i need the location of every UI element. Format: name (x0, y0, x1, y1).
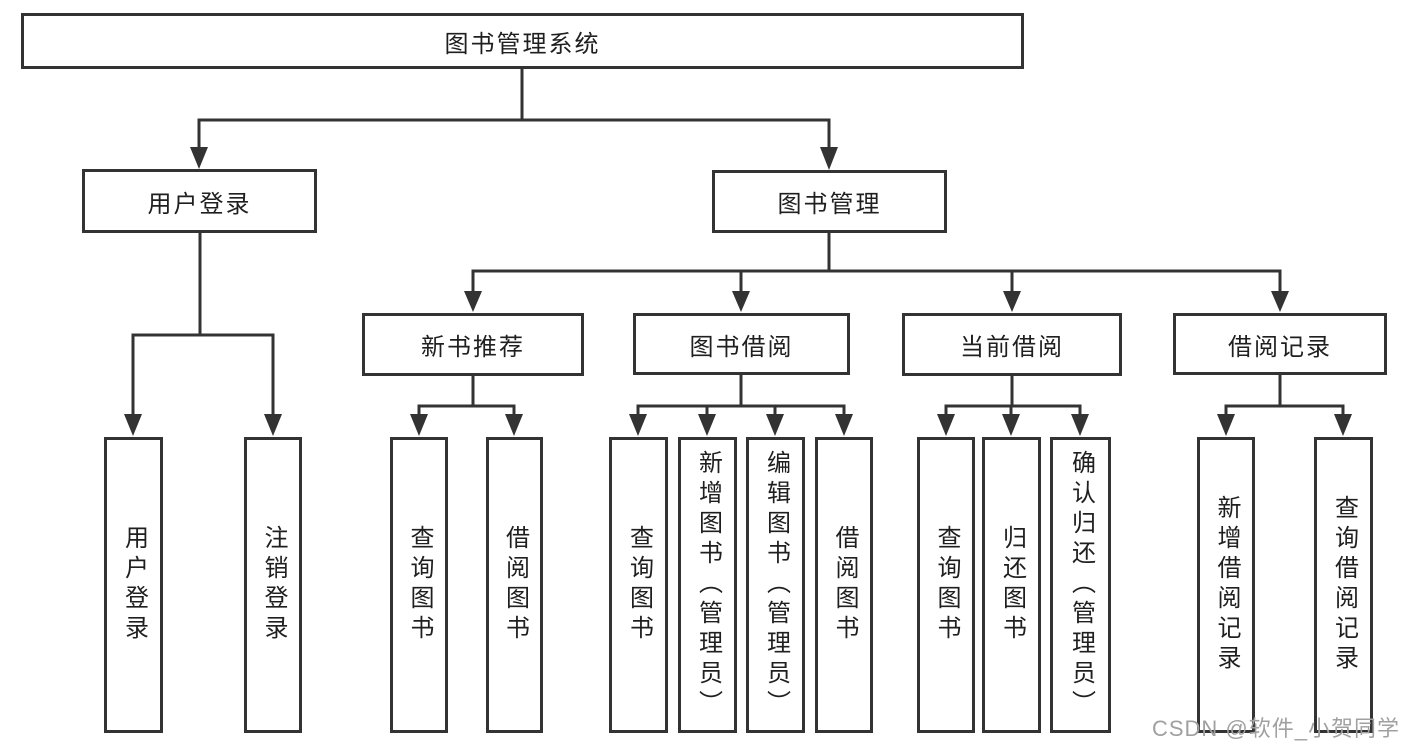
arrowhead-icon (820, 147, 838, 170)
connector-root-to-level2 (190, 67, 838, 170)
leaf-add-borrow-record: 新增借阅记录 (1197, 437, 1255, 733)
arrowhead-icon (264, 414, 282, 436)
node-label: 注销登录 (260, 525, 287, 645)
arrowhead-icon (505, 414, 523, 436)
node-label: 编辑图书（管理员） (762, 450, 790, 720)
node-library-system: 图书管理系统 (21, 13, 1024, 69)
connector-borrow-records-children (1217, 373, 1352, 436)
node-label: 查询图书 (406, 525, 433, 645)
leaf-add-books-admin: 新增图书（管理员） (678, 437, 737, 733)
leaf-user-login: 用户登录 (104, 437, 163, 733)
arrowhead-icon (835, 414, 853, 436)
arrowhead-icon (732, 291, 750, 312)
connector-book-mgmt-children (464, 231, 1289, 312)
arrowhead-icon (1003, 291, 1021, 312)
leaf-borrow-books-1: 借阅图书 (486, 437, 543, 733)
node-label: 图书管理 (777, 191, 882, 218)
node-borrow-records: 借阅记录 (1173, 313, 1387, 375)
node-current-borrowing: 当前借阅 (902, 313, 1122, 376)
leaf-query-books-1: 查询图书 (390, 437, 448, 733)
arrowhead-icon (1002, 414, 1020, 436)
node-label: 新增借阅记录 (1213, 495, 1240, 675)
arrowhead-icon (1217, 414, 1235, 436)
leaf-logout: 注销登录 (244, 437, 302, 733)
arrowhead-icon (1071, 414, 1089, 436)
arrowhead-icon (1271, 291, 1289, 312)
node-label: 借阅图书 (831, 525, 858, 645)
leaf-edit-books-admin: 编辑图书（管理员） (746, 437, 805, 733)
node-book-management: 图书管理 (712, 170, 947, 233)
node-label: 用户登录 (120, 525, 148, 645)
arrowhead-icon (937, 414, 955, 436)
node-label: 查询借阅记录 (1330, 495, 1358, 675)
node-label: 图书借阅 (689, 333, 794, 361)
node-label: 确认归还（管理员） (1067, 450, 1095, 720)
node-label: 查询图书 (933, 525, 960, 645)
connector-book-borrow-children (629, 373, 853, 436)
node-label: 查询图书 (625, 525, 653, 645)
arrowhead-icon (410, 414, 428, 436)
leaf-query-books-3: 查询图书 (917, 437, 975, 733)
arrowhead-icon (124, 414, 142, 436)
node-label: 借阅图书 (501, 525, 529, 645)
node-label: 新增图书（管理员） (694, 450, 722, 720)
arrowhead-icon (1334, 414, 1352, 436)
node-user-login: 用户登录 (82, 169, 317, 233)
connector-new-books-children (410, 374, 523, 436)
node-label: 图书管理系统 (444, 30, 601, 58)
arrowhead-icon (766, 414, 784, 436)
arrowhead-icon (190, 147, 208, 169)
leaf-query-books-2: 查询图书 (609, 437, 668, 733)
node-label: 用户登录 (147, 190, 252, 218)
node-book-borrowing: 图书借阅 (633, 313, 850, 375)
node-label: 当前借阅 (960, 334, 1064, 361)
arrowhead-icon (629, 414, 647, 436)
leaf-borrow-books-2: 借阅图书 (815, 437, 873, 733)
node-label: 借阅记录 (1228, 333, 1332, 361)
node-new-book-recommend: 新书推荐 (362, 313, 584, 376)
arrowhead-icon (698, 414, 716, 436)
leaf-confirm-return-admin: 确认归还（管理员） (1050, 437, 1111, 733)
leaf-return-books: 归还图书 (982, 437, 1041, 733)
watermark: CSDN @软件_小贺同学 (1151, 716, 1400, 741)
arrowhead-icon (464, 291, 482, 312)
connector-user-login-children (124, 231, 282, 436)
node-label: 归还图书 (998, 525, 1026, 645)
node-label: 新书推荐 (421, 334, 525, 361)
connector-current-borrow-children (937, 374, 1089, 436)
leaf-query-borrow-record: 查询借阅记录 (1314, 437, 1373, 733)
